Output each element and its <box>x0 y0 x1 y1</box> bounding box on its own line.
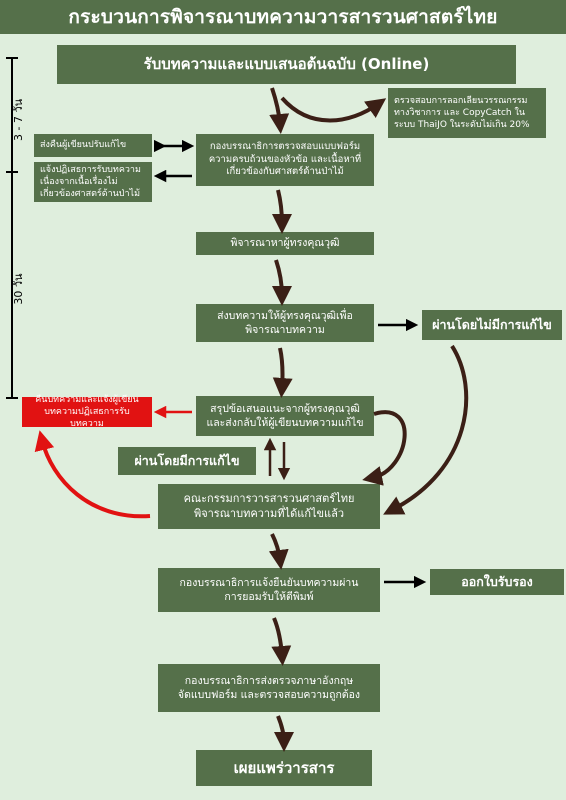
reject-return-box: คืนบทความและแจ้งผู้เขียน บทความปฏิเสธการ… <box>22 395 152 429</box>
arrow-summarize-loop <box>362 410 407 486</box>
arrow-select-to-send <box>271 259 292 306</box>
committee-review-box: คณะกรรมการวารสารวนศาสตร์ไทย พิจารณาบทควา… <box>158 484 380 529</box>
confirm-acceptance-box: กองบรรณาธิการแจ้งยืนยันบทความผ่าน การยอม… <box>158 568 380 612</box>
plagiarism-check-box: ตรวจสอบการลอกเลียนวรรณกรรม ทางวิชาการ แล… <box>388 88 546 138</box>
page-title: กระบวนการพิจารณาบทความวารสารวนศาสตร์ไทย <box>0 0 566 34</box>
issue-certificate-box: ออกใบรับรอง <box>430 569 564 595</box>
arrow-check-to-select <box>271 189 292 234</box>
arrow-english-to-publish <box>273 715 294 752</box>
pass-with-revision-box: ผ่านโดยมีการแก้ไข <box>118 447 256 475</box>
arrow-committee-to-reject-red <box>34 430 151 519</box>
summarize-feedback-box: สรุปข้อเสนอแนะจากผู้ทรงคุณวุฒิ และส่งกลั… <box>196 396 374 436</box>
arrow-confirm-to-english <box>271 617 292 666</box>
pass-without-revision-box: ผ่านโดยไม่มีการแก้ไข <box>422 310 562 340</box>
select-reviewer-box: พิจารณาหาผู้ทรงคุณวุฒิ <box>196 232 374 255</box>
reject-irrelevant-box: แจ้งปฏิเสธการรับบทความ เนื่องจากเนื้อเรื… <box>34 162 152 202</box>
arrow-receive-to-plagiarism <box>280 96 387 123</box>
arrow-receive-to-check <box>269 87 290 134</box>
arrow-committee-to-confirm <box>268 533 289 570</box>
send-to-reviewer-box: ส่งบทความให้ผู้ทรงคุณวุฒิเพื่อ พิจารณาบท… <box>196 304 374 342</box>
receive-article-box: รับบทความและแบบเสนอต้นฉบับ (Online) <box>57 45 516 84</box>
english-check-box: กองบรรณาธิการส่งตรวจภาษาอังกฤษ จัดแบบฟอร… <box>158 664 380 712</box>
arrow-pass-to-committee <box>383 344 469 515</box>
publish-journal-box: เผยแพร่วารสาร <box>196 750 372 786</box>
return-to-author-box: ส่งคืนผู้เขียนปรับแก้ไข <box>34 134 152 157</box>
editor-form-check-box: กองบรรณาธิการตรวจสอบแบบฟอร์ม ความครบถ้วน… <box>196 134 374 186</box>
arrow-send-to-summarize <box>272 347 293 398</box>
